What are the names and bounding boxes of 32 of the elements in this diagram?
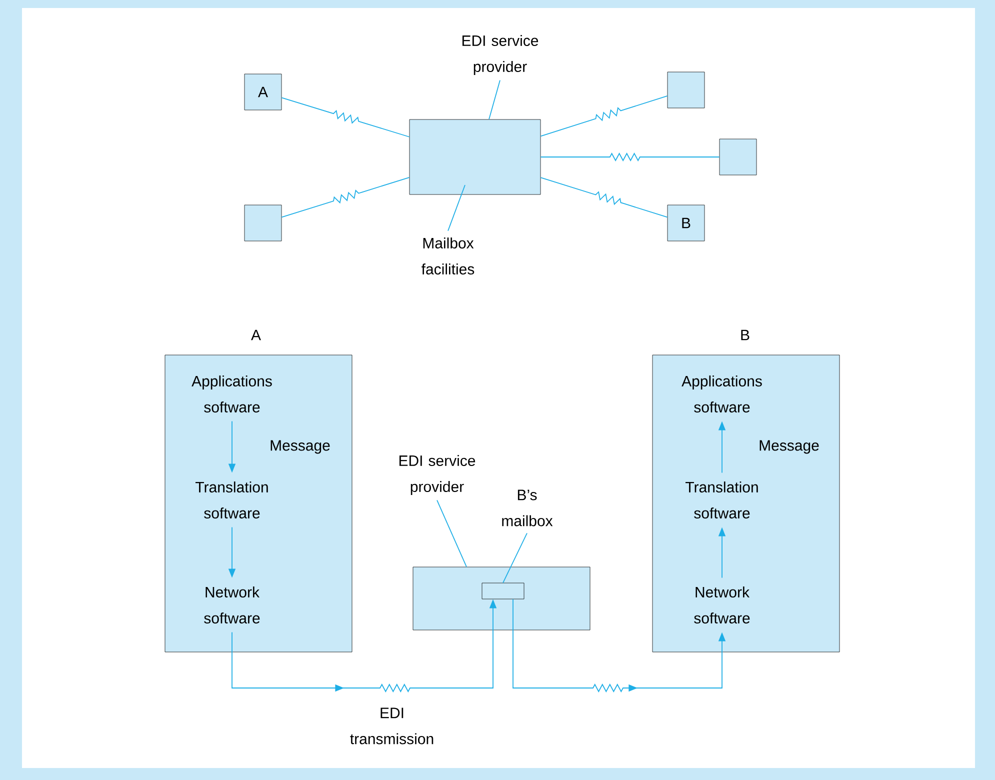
text-label: Network software <box>694 586 750 624</box>
link-line <box>540 152 720 162</box>
terminal-box <box>667 72 705 108</box>
terminal-box: B <box>667 204 705 242</box>
terminal-box: A <box>244 74 282 110</box>
terminal-box <box>719 138 757 176</box>
provider-box <box>412 566 590 630</box>
text-label: Applications software <box>682 376 762 412</box>
text-label: Network software <box>204 586 260 624</box>
text-label: EDI service provider <box>462 35 538 75</box>
link-line <box>540 177 668 218</box>
panel-heading: B <box>741 330 750 340</box>
message-label: Message <box>270 440 330 454</box>
text-label: Applications software <box>192 376 272 412</box>
terminal-box <box>482 582 524 600</box>
provider-box <box>409 119 541 195</box>
terminal-box <box>244 204 282 242</box>
link-line <box>540 95 668 137</box>
text-label: B’s mailbox <box>502 490 553 526</box>
text-label: Mailbox facilities <box>422 238 474 274</box>
text-label: Translation software <box>196 482 268 518</box>
leader-line <box>448 184 466 232</box>
leader-line <box>488 80 500 120</box>
link-line <box>281 176 410 218</box>
leader-line <box>502 532 528 584</box>
leader-line <box>436 500 467 568</box>
text-label: Translation software <box>686 482 758 518</box>
edge-label: EDI transmission <box>336 706 448 746</box>
message-label: Message <box>760 440 819 454</box>
panel-heading: A <box>251 330 261 340</box>
link-line <box>281 97 410 138</box>
text-label: EDI service provider <box>399 455 476 495</box>
